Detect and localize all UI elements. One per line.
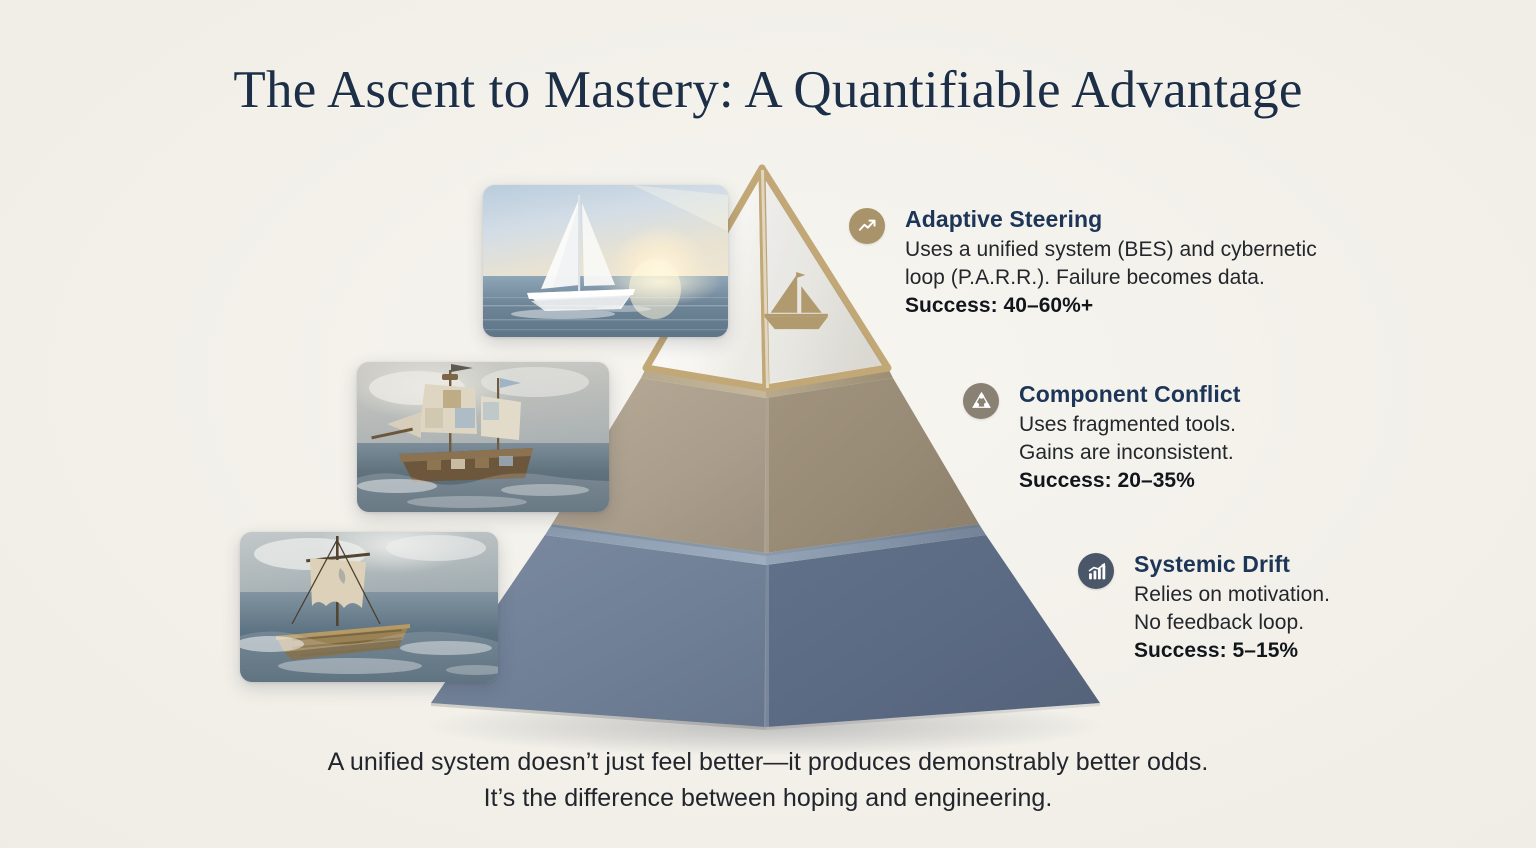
callout-line-2: loop (P.A.R.R.). Failure becomes data. — [905, 265, 1265, 289]
callout-line-2: Gains are inconsistent. — [1019, 440, 1234, 464]
caption-line-2: It’s the difference between hoping and e… — [483, 783, 1053, 812]
callout-success-rate: Success: 20–35% — [1019, 468, 1195, 492]
trending-up-icon — [849, 208, 885, 244]
callout-line-1: Relies on motivation. — [1134, 583, 1330, 606]
footer-caption: A unified system doesn’t just feel bette… — [0, 745, 1536, 816]
raft-illustration — [240, 535, 498, 682]
page-title: The Ascent to Mastery: A Quantifiable Ad… — [233, 61, 1303, 119]
callout-adaptive-steering: Adaptive Steering Uses a unified system … — [849, 206, 1419, 320]
galleon-illustration — [357, 364, 609, 512]
callout-line-2: No feedback loop. — [1134, 610, 1305, 634]
callout-success-rate: Success: 40–60%+ — [905, 293, 1094, 317]
caption-line-1: A unified system doesn’t just feel bette… — [327, 748, 1209, 776]
sailboat-icon — [764, 272, 828, 330]
photo-wooden-galleon — [357, 362, 609, 512]
sailboat-illustration — [483, 185, 728, 331]
component-cluster-icon — [963, 383, 999, 419]
callout-success-rate: Success: 5–15% — [1134, 638, 1299, 662]
callout-systemic-drift: Systemic Drift Relies on motivation. No … — [1078, 551, 1498, 665]
pyramid-tier-middle — [552, 368, 979, 556]
callout-line-1: Uses fragmented tools. — [1019, 413, 1237, 436]
callout-title: Component Conflict — [1019, 381, 1241, 407]
bar-chart-trend-icon — [1078, 553, 1114, 589]
callout-line-1: Uses a unified system (BES) and cybernet… — [905, 238, 1317, 261]
callout-title: Systemic Drift — [1134, 551, 1291, 577]
photo-wooden-raft — [240, 532, 498, 682]
pyramid-tier-base — [431, 524, 1100, 730]
callout-title: Adaptive Steering — [905, 206, 1103, 232]
photo-modern-sailboat — [483, 185, 728, 337]
callout-component-conflict: Component Conflict Uses fragmented tools… — [963, 381, 1433, 495]
